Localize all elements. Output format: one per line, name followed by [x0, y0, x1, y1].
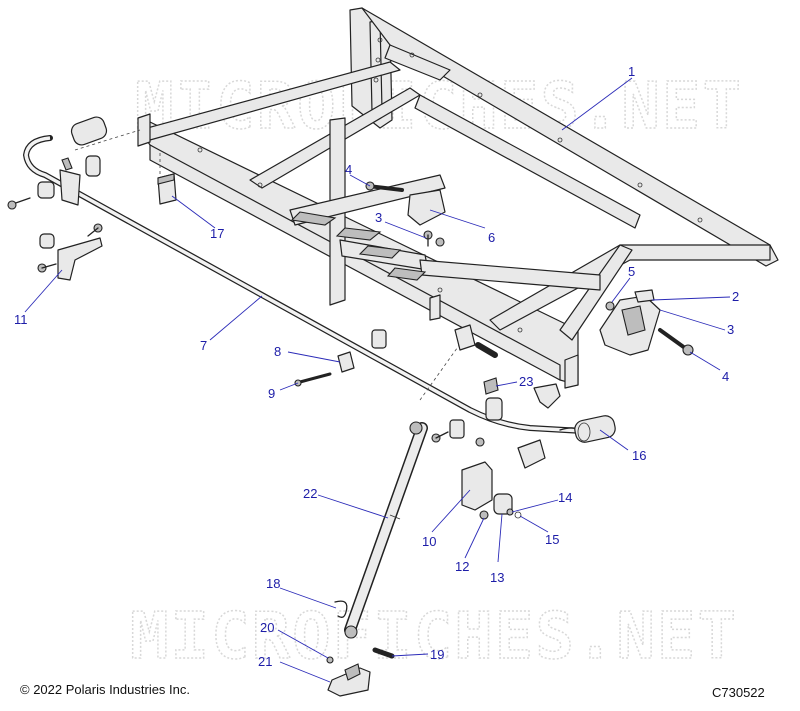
- callout-15: 15: [545, 532, 559, 547]
- callout-20: 20: [260, 620, 274, 635]
- callout-2: 2: [732, 289, 739, 304]
- callout-17: 17: [210, 226, 224, 241]
- callout-11: 11: [14, 312, 28, 327]
- callout-1: 1: [628, 64, 635, 79]
- alignment-line: [74, 129, 141, 151]
- watermark-bottom: MICROFICHES.NET: [130, 600, 738, 674]
- callout-21: 21: [258, 654, 272, 669]
- clamp-group-8-9: [294, 324, 498, 387]
- callout-13: 13: [490, 570, 504, 585]
- leader-lines: [24, 77, 731, 683]
- callout-8: 8: [274, 344, 281, 359]
- callout-12: 12: [455, 559, 469, 574]
- bottom-mount-group: [326, 600, 395, 697]
- bushing-16: [574, 415, 616, 443]
- diagram-code: C730522: [712, 685, 765, 700]
- callout-6: 6: [488, 230, 495, 245]
- lower-bracket-group: [461, 461, 522, 520]
- callout-22: 22: [303, 486, 317, 501]
- callout-23: 23: [519, 374, 533, 389]
- alignment-line: [419, 329, 471, 401]
- right-bracket-group: [599, 289, 694, 356]
- left-bushing-set: [7, 116, 108, 281]
- callout-9: 9: [268, 386, 275, 401]
- callout-16: 16: [632, 448, 646, 463]
- strut-22: [344, 421, 428, 639]
- upper-bracket-group: [365, 181, 446, 247]
- callout-3-upper: 3: [375, 210, 382, 225]
- callout-10: 10: [422, 534, 436, 549]
- callout-4: 4: [722, 369, 729, 384]
- copyright-text: © 2022 Polaris Industries Inc.: [20, 682, 190, 697]
- callout-19: 19: [430, 647, 444, 662]
- callout-18: 18: [266, 576, 280, 591]
- bar-end-group: [431, 377, 561, 469]
- frame-assembly: [137, 7, 779, 389]
- stabilizer-bar: [23, 135, 603, 435]
- bushing-block-17: [157, 173, 177, 205]
- callout-14: 14: [558, 490, 572, 505]
- callout-4-upper: 4: [345, 162, 352, 177]
- callout-labels: 1 2 3 4 5 4 3 6 7 8 9 10 11 12 13 14 15 …: [14, 64, 739, 669]
- callout-5: 5: [628, 264, 635, 279]
- callout-3: 3: [727, 322, 734, 337]
- callout-7: 7: [200, 338, 207, 353]
